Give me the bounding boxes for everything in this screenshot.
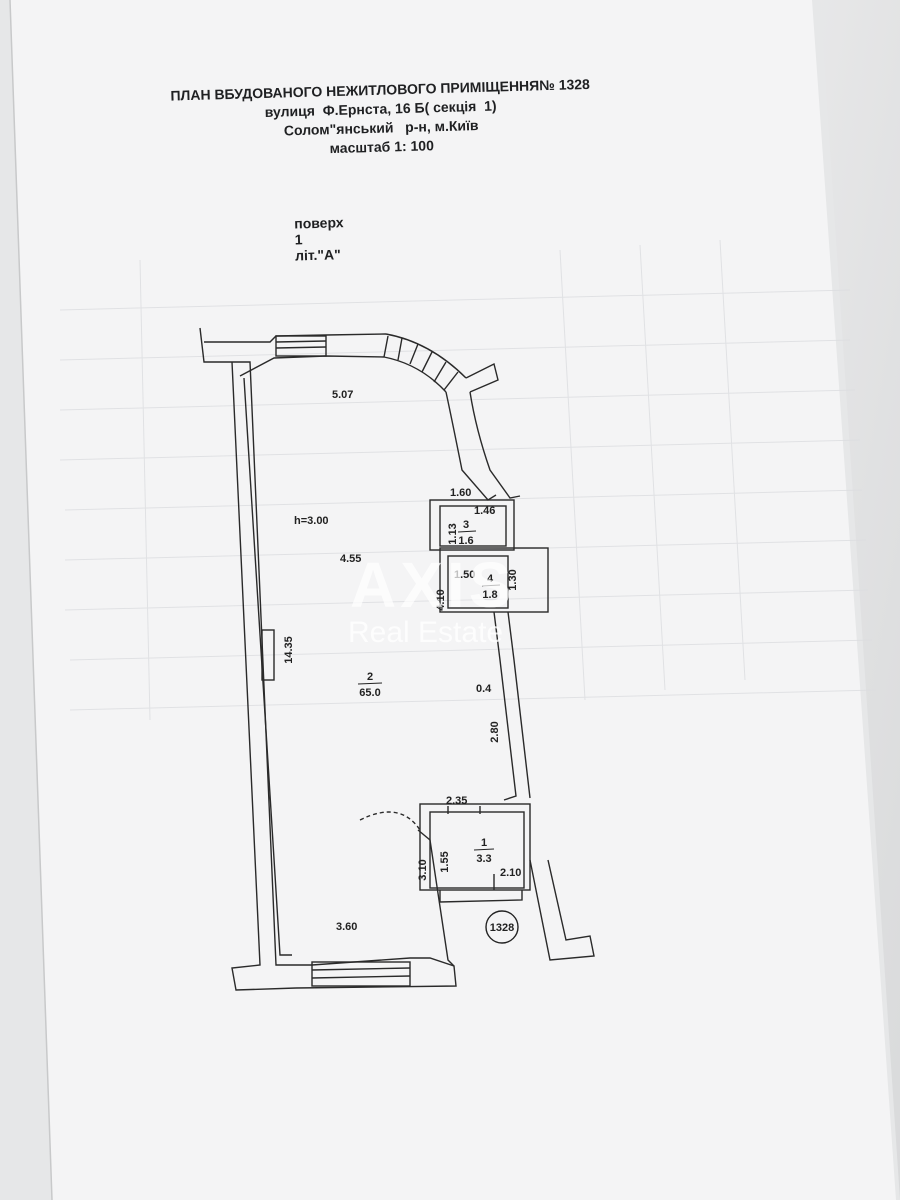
room-number: 3 xyxy=(463,519,469,531)
watermark-logo: AXIS xyxy=(350,549,516,621)
plan-walls xyxy=(199,327,595,991)
dim-niche-width: 0.4 xyxy=(476,683,492,695)
dim-entry-left: 1.55 xyxy=(439,851,451,872)
dim-bathroom-top: 1.60 xyxy=(450,487,471,499)
room-number: 4 xyxy=(487,573,494,585)
room-label-4: 4 1.8 xyxy=(481,573,501,601)
ceiling-height: h=3.00 xyxy=(294,515,329,527)
unit-number-badge: 1328 xyxy=(485,910,519,944)
dim-bottom-width: 3.60 xyxy=(336,921,357,933)
room-number: 2 xyxy=(367,671,373,683)
room-label-2: 2 65.0 xyxy=(357,671,383,699)
room-area: 65.0 xyxy=(359,687,380,699)
room-area: 3.3 xyxy=(476,853,491,865)
dim-bathroom-inner-top: 1.46 xyxy=(474,505,495,517)
dim-bathroom-side: 1.13 xyxy=(447,523,459,544)
watermark-subtitle: Real Estate xyxy=(348,616,504,649)
dim-left-length: 14.35 xyxy=(283,636,295,664)
unit-number: 1328 xyxy=(490,922,514,934)
dim-entry-outer-side: 3.10 xyxy=(417,859,429,880)
dim-top-width: 5.07 xyxy=(332,389,353,401)
dim-right-lower: 2.80 xyxy=(489,721,501,742)
dim-entry-bottom: 2.10 xyxy=(500,867,521,879)
room-area: 1.6 xyxy=(458,535,473,547)
dim-right-upper: 4.10 xyxy=(435,589,447,610)
room-label-1: 1 3.3 xyxy=(473,837,495,865)
room-number: 1 xyxy=(481,837,487,849)
dim-bathroom-lower-side: 1.30 xyxy=(507,569,519,590)
room-label-3: 3 1.6 xyxy=(457,519,477,547)
dim-entry-top: 2.35 xyxy=(446,795,467,807)
dim-upper-mid-width: 4.55 xyxy=(340,553,361,565)
dim-bathroom-lower-width: 1.50 xyxy=(454,569,475,581)
room-area: 1.8 xyxy=(482,589,497,601)
